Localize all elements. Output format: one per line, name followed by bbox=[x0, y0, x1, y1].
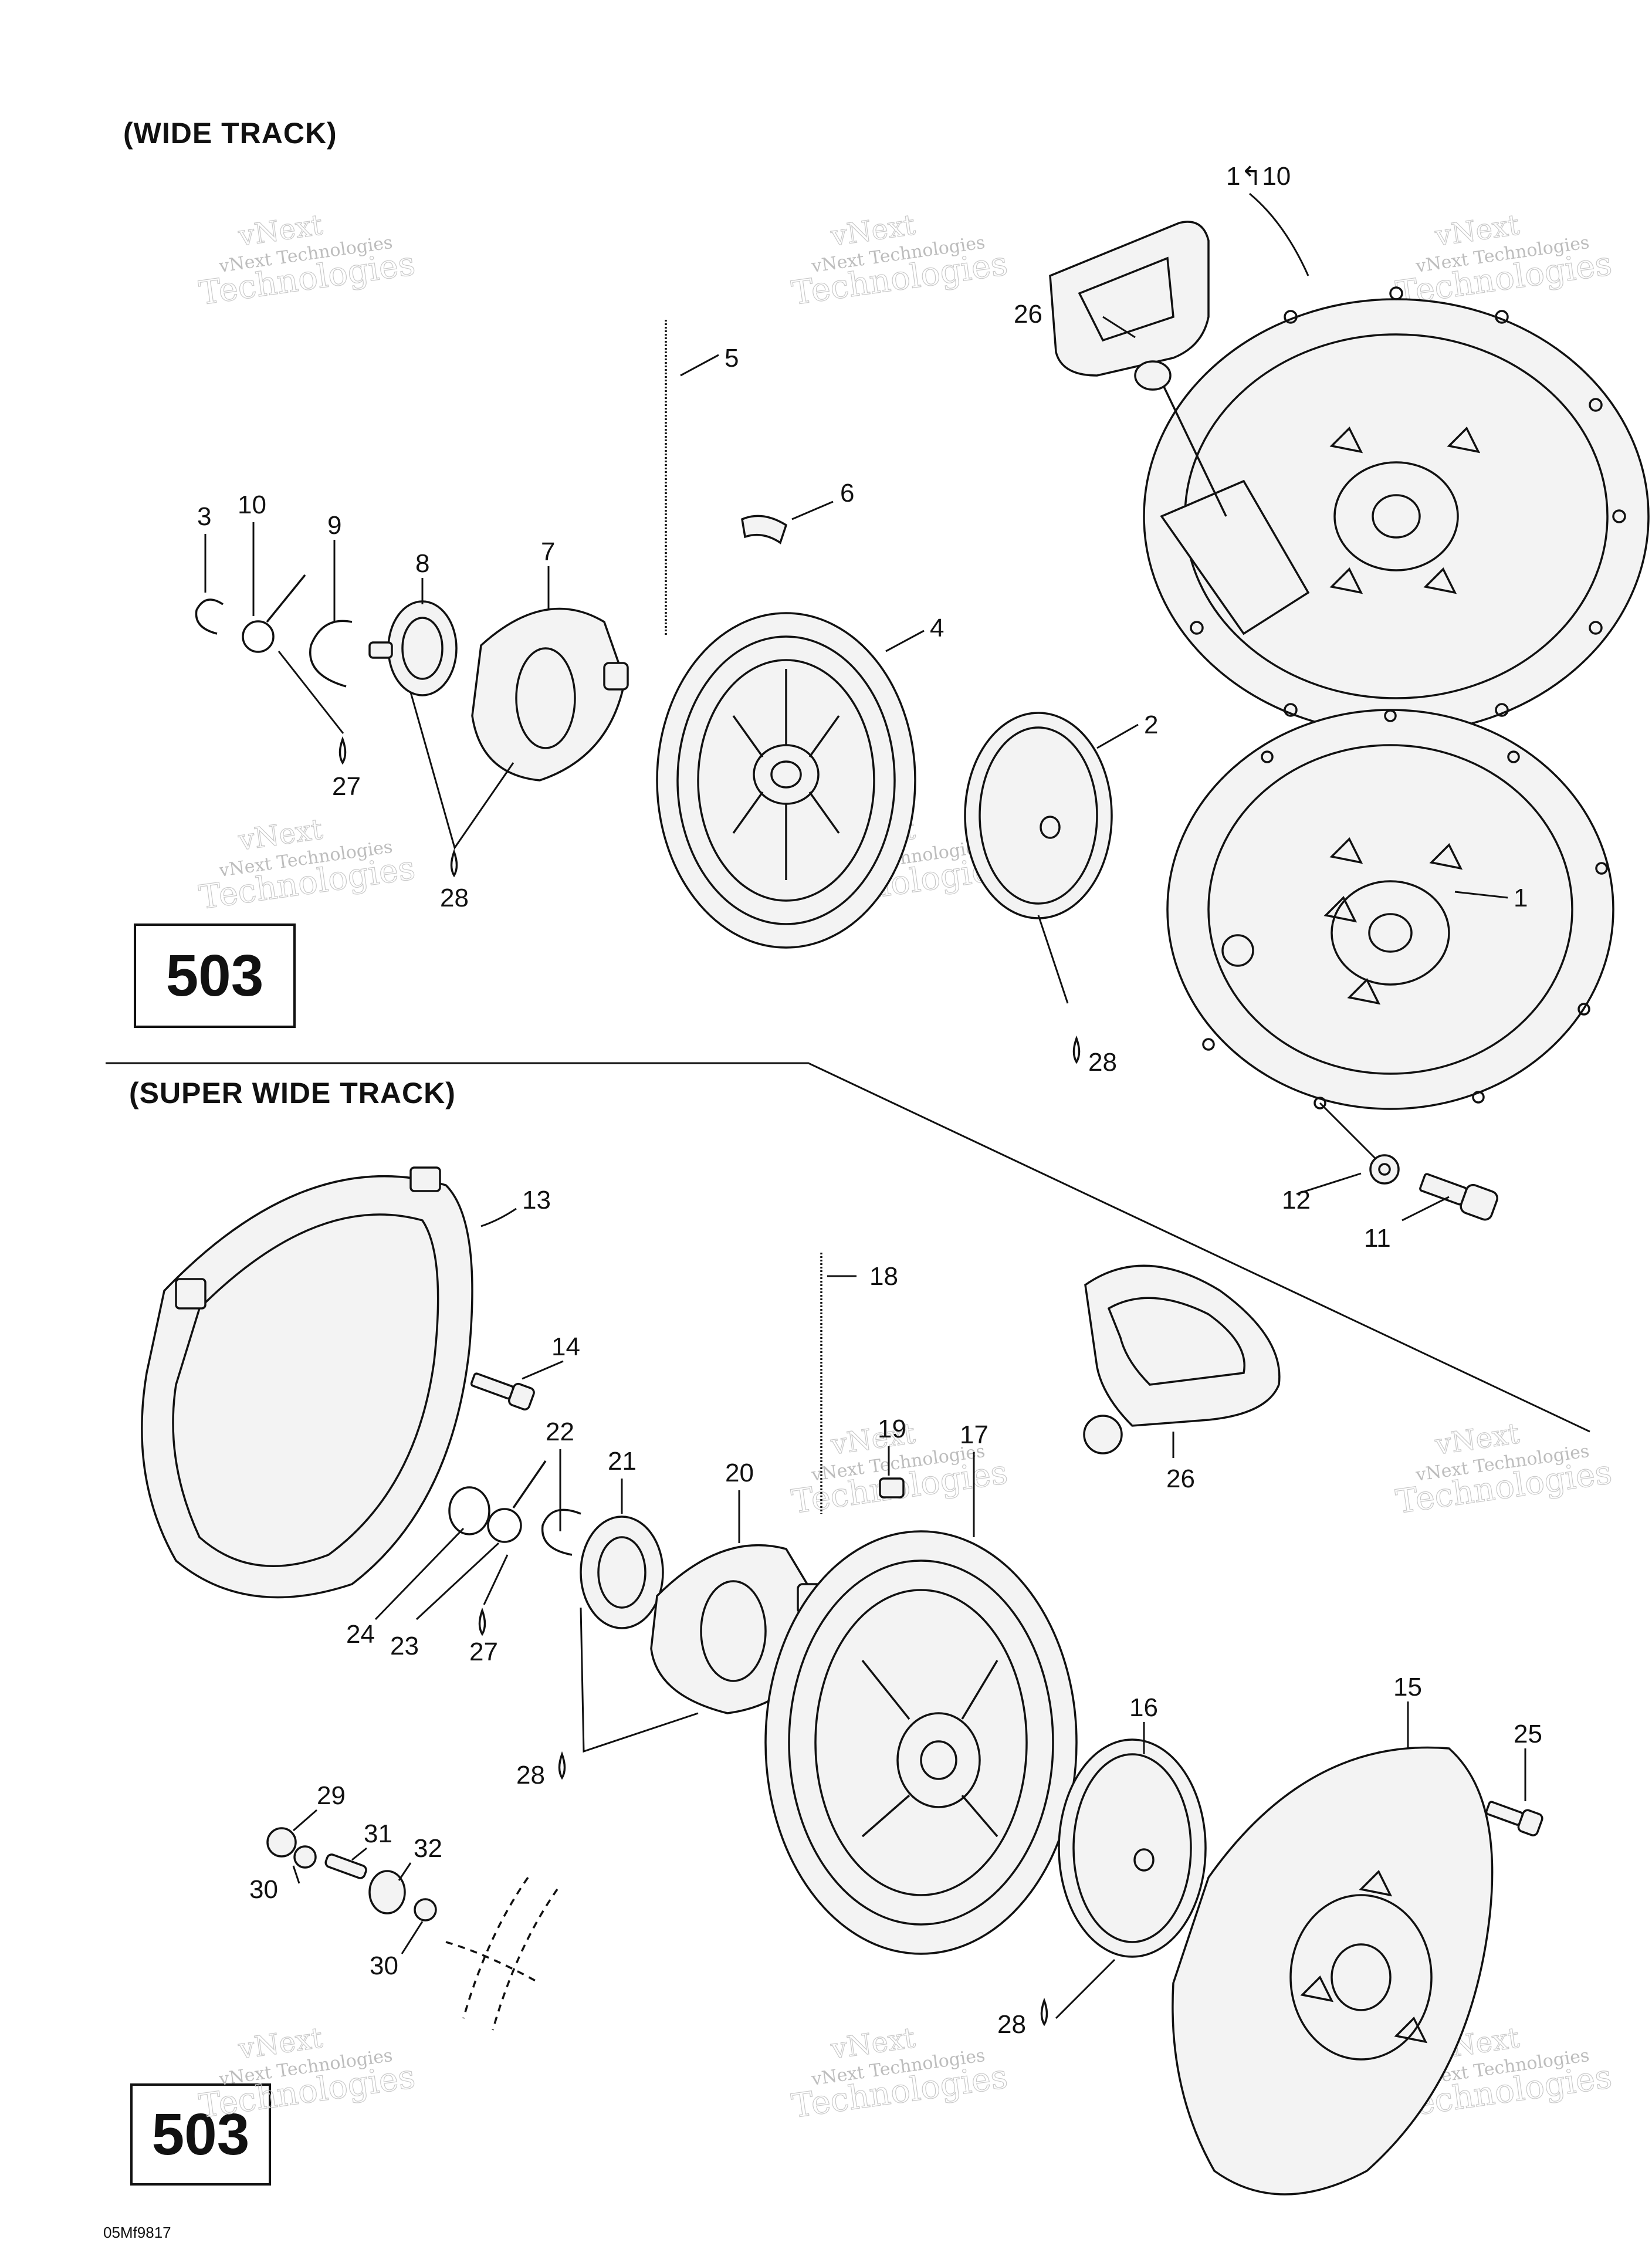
callout-label: 31 bbox=[364, 1819, 392, 1848]
callout-label: 28 bbox=[440, 884, 469, 912]
circlip-wide bbox=[309, 620, 353, 688]
callout-label: 1↰10 bbox=[1226, 162, 1291, 191]
callout-label: 24 bbox=[346, 1620, 375, 1649]
callout-label: 23 bbox=[390, 1632, 419, 1660]
callout-label: 17 bbox=[960, 1420, 989, 1449]
recoil-spring-super bbox=[1058, 1738, 1207, 1958]
pawl-spring-wide bbox=[242, 574, 306, 653]
callout-label: 7 bbox=[541, 537, 555, 566]
starter-housing-super bbox=[1172, 1746, 1494, 2196]
callout-label: 28 bbox=[1088, 1048, 1117, 1077]
oil-drop-icon bbox=[1072, 1035, 1081, 1064]
callout-label: 16 bbox=[1129, 1693, 1158, 1722]
flange-bolt-super bbox=[1485, 1801, 1543, 1836]
washer-small bbox=[293, 1845, 317, 1869]
callout-label: 8 bbox=[415, 549, 429, 578]
callout-label: 2 bbox=[1144, 711, 1158, 739]
starter-pawl-super bbox=[580, 1515, 664, 1629]
figure-code: 05Mf9817 bbox=[103, 2224, 171, 2241]
rope-pulley-wide bbox=[656, 612, 916, 949]
callout-label: 25 bbox=[1514, 1720, 1542, 1748]
callout-label: 32 bbox=[414, 1834, 442, 1863]
callout-label: 11 bbox=[1364, 1224, 1391, 1253]
washer-small bbox=[414, 1898, 437, 1922]
callout-label: 27 bbox=[332, 772, 361, 801]
callout-label: 15 bbox=[1393, 1673, 1422, 1701]
oil-drop-icon bbox=[478, 1607, 486, 1636]
callout-label: 30 bbox=[249, 1875, 278, 1904]
washer bbox=[1369, 1154, 1400, 1185]
callout-label: 4 bbox=[930, 614, 944, 642]
locator-lines bbox=[445, 1876, 558, 2031]
callout-label: 26 bbox=[1014, 300, 1042, 329]
spring-cover-wide bbox=[471, 607, 629, 782]
lubricant-drop-icons bbox=[338, 736, 1081, 2027]
callout-labels-super: 13 18 14 22 21 20 19 17 26 24 23 27 28 1… bbox=[249, 1186, 1542, 2039]
callout-label: 14 bbox=[551, 1332, 580, 1361]
callout-label: 28 bbox=[997, 2010, 1026, 2039]
callout-label: 19 bbox=[878, 1415, 906, 1443]
rope-clip bbox=[741, 515, 788, 544]
rope-pulley-super bbox=[764, 1530, 1078, 1955]
callout-label: 27 bbox=[469, 1638, 498, 1666]
section-number-box-super: 503 bbox=[130, 2083, 271, 2186]
housing-ring-super bbox=[141, 1166, 473, 1599]
callout-label: 22 bbox=[546, 1418, 574, 1446]
oil-drop-icon bbox=[558, 1751, 566, 1780]
section-title-super-wide-track: (SUPER WIDE TRACK) bbox=[129, 1077, 456, 1109]
washer-super bbox=[448, 1486, 490, 1535]
pawl-spring-super bbox=[487, 1460, 547, 1543]
recoil-spring-wide bbox=[964, 712, 1113, 919]
retaining-ring-wide bbox=[195, 598, 224, 635]
callout-label: 20 bbox=[725, 1459, 754, 1487]
callout-label: 28 bbox=[516, 1761, 545, 1789]
pin bbox=[324, 1853, 367, 1879]
callout-label: 12 bbox=[1282, 1186, 1311, 1215]
callout-label: 1 bbox=[1514, 884, 1528, 912]
bushing bbox=[368, 1870, 406, 1914]
callout-label: 10 bbox=[238, 490, 266, 519]
leader-lines bbox=[204, 192, 1526, 2019]
circlip-super bbox=[541, 1508, 581, 1556]
callout-label: 13 bbox=[522, 1186, 551, 1215]
callout-label: 6 bbox=[840, 479, 854, 508]
callout-label: 5 bbox=[725, 344, 739, 373]
hex-bolt bbox=[1419, 1173, 1498, 1221]
starter-housing bbox=[1166, 709, 1614, 1110]
callout-label: 21 bbox=[608, 1447, 637, 1476]
section-number-box-wide: 503 bbox=[134, 923, 296, 1028]
callout-label: 9 bbox=[327, 511, 341, 540]
section-divider bbox=[106, 1062, 1590, 1433]
rope-clip-super bbox=[879, 1477, 905, 1498]
starter-handle-super bbox=[1083, 1264, 1281, 1454]
oil-drop-icon bbox=[450, 848, 458, 878]
starter-pawl-wide bbox=[368, 600, 458, 696]
callout-label: 18 bbox=[869, 1262, 898, 1291]
oil-drop-icon bbox=[338, 736, 347, 765]
section-title-wide-track: (WIDE TRACK) bbox=[123, 117, 337, 150]
callout-label: 3 bbox=[197, 502, 211, 531]
starter-housing-assembly bbox=[1143, 286, 1650, 740]
callout-labels-wide: 1↰10 26 5 6 3 10 9 8 7 4 2 27 28 1 28 12… bbox=[197, 162, 1528, 1253]
nut bbox=[266, 1827, 297, 1858]
screw-super bbox=[470, 1372, 535, 1410]
oil-drop-icon bbox=[1040, 1997, 1048, 2027]
bolt-hole-pattern bbox=[1190, 286, 1626, 740]
starter-handle-wide bbox=[1049, 221, 1227, 517]
callout-label: 26 bbox=[1166, 1464, 1195, 1493]
callout-label: 29 bbox=[317, 1781, 346, 1810]
callout-label: 30 bbox=[370, 1951, 398, 1980]
